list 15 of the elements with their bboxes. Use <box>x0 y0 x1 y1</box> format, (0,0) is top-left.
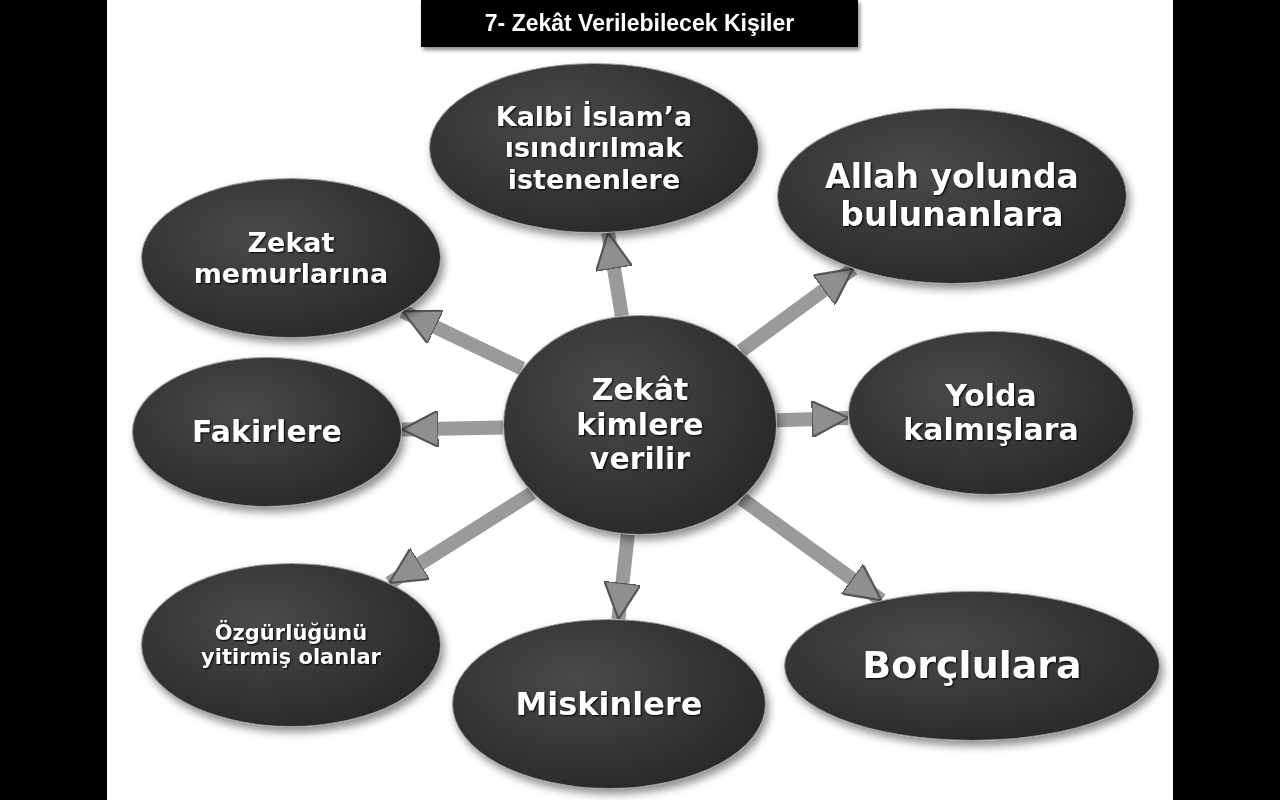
block-arrow <box>400 409 504 449</box>
block-arrow <box>776 399 850 439</box>
node-label: Fakirlere <box>192 414 342 450</box>
title-banner: 7- Zekât Verilebilecek Kişiler <box>421 0 858 47</box>
node-label: Kalbi İslam’a ısındırılmak istenenlere <box>494 101 694 195</box>
block-arrow <box>385 487 536 589</box>
block-arrow <box>603 533 642 621</box>
node-label: Borçlulara <box>862 644 1082 688</box>
node-label: Yolda kalmışlara <box>902 378 1080 448</box>
node-label: Zekât kimlere verilir <box>575 373 705 477</box>
node-label: Zekat memurlarına <box>192 226 390 290</box>
node-label: Özgürlüğünü yitirmiş olanlar <box>200 620 382 670</box>
node-label: Miskinlere <box>515 685 703 723</box>
block-arrow <box>399 305 526 375</box>
node-label: Allah yolunda bulunanlara <box>824 158 1080 234</box>
